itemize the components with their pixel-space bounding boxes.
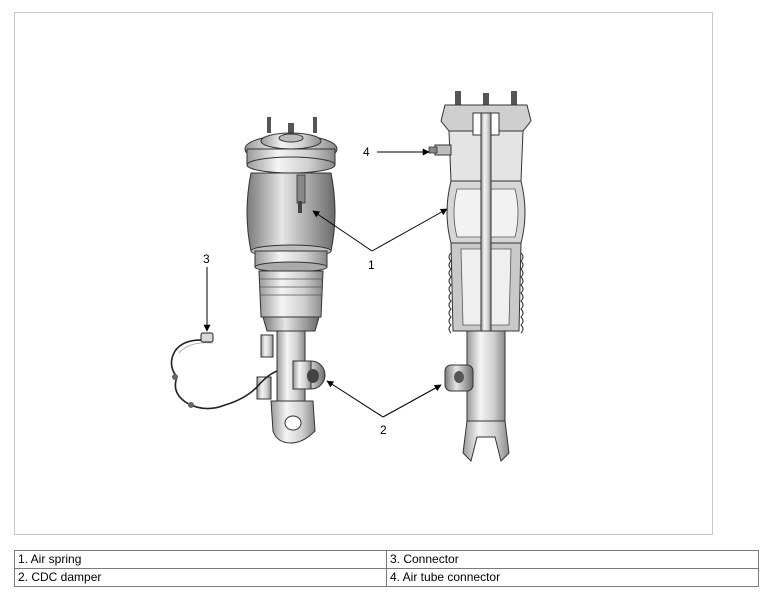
callout-3: 3 <box>203 252 211 332</box>
rolling-lobe <box>258 270 324 332</box>
legend-cell: 3. Connector <box>386 550 759 569</box>
legend-row: 2. CDC damper 4. Air tube connector <box>14 568 759 587</box>
top-mount <box>244 117 338 174</box>
callout-label-3: 3 <box>203 252 210 266</box>
legend-cell: 1. Air spring <box>14 550 387 569</box>
callout-2: 2 <box>326 380 442 437</box>
callout-4: 4 <box>363 145 430 159</box>
callout-1: 1 <box>312 208 448 272</box>
legend-cell: 2. CDC damper <box>14 568 387 587</box>
legend-row: 1. Air spring 3. Connector <box>14 550 759 569</box>
legend-cell: 4. Air tube connector <box>386 568 759 587</box>
cdc-valve-cutaway <box>444 364 474 392</box>
diagram-frame: 1 2 3 4 <box>14 12 713 535</box>
shock-absorber-diagram: 1 2 3 4 <box>170 91 532 462</box>
air-tube-connector <box>428 144 452 156</box>
air-spring-sleeve <box>246 172 336 273</box>
damper-body <box>256 330 326 444</box>
callout-label-4: 4 <box>363 145 370 159</box>
strut-cutaway-view <box>428 91 532 462</box>
legend-table: 1. Air spring 3. Connector 2. CDC damper… <box>14 550 759 587</box>
wiring-harness <box>170 332 278 410</box>
strut-external-view <box>170 117 338 444</box>
callout-label-1: 1 <box>368 258 375 272</box>
callout-label-2: 2 <box>380 423 387 437</box>
